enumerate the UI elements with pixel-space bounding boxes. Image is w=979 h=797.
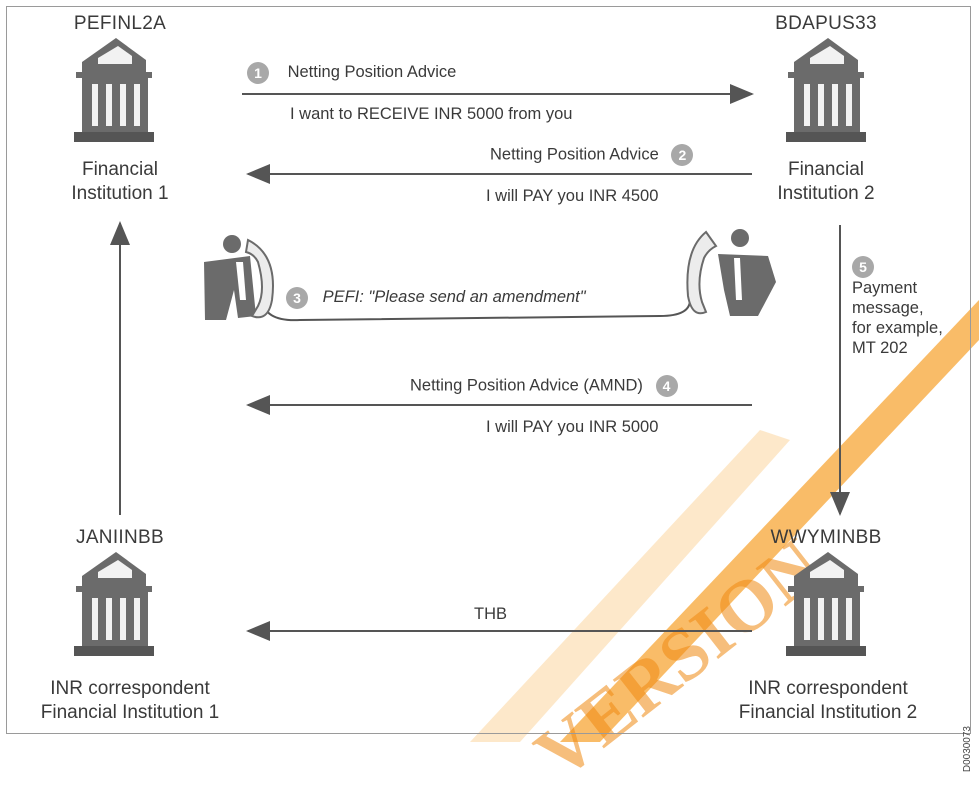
- bank-icon-corr1: [74, 552, 154, 656]
- corr1-name: INR correspondent Financial Institution …: [10, 677, 250, 725]
- msg1-detail: I want to RECEIVE INR 5000 from you: [290, 105, 573, 123]
- msg4-title: Netting Position Advice (AMND): [410, 376, 643, 395]
- msg1-title-row: 1 Netting Position Advice: [247, 62, 456, 84]
- fi2-name: Financial Institution 2: [746, 158, 906, 206]
- msg1-title: Netting Position Advice: [287, 63, 457, 82]
- msg3-row: 3 PEFI: "Please send an amendment": [286, 287, 586, 309]
- step-badge-5: 5: [852, 256, 874, 278]
- corr2-name-line2: Financial Institution 2: [738, 702, 918, 723]
- bank-icon-fi2: [786, 38, 866, 142]
- bank-icon-corr2: [786, 552, 866, 656]
- corr1-name-line1: INR correspondent: [50, 678, 210, 699]
- corr1-code: JANIINBB: [76, 527, 164, 548]
- person-phone-right-icon: [686, 229, 776, 316]
- corr1-name-line2: Financial Institution 1: [40, 702, 220, 723]
- fi2-name-line1: Financial: [787, 159, 865, 180]
- fi1-name-line1: Financial: [81, 159, 159, 180]
- msg5-line3: for example,: [852, 319, 943, 337]
- fi1-code: PEFINL2A: [73, 13, 167, 34]
- msg2-detail: I will PAY you INR 4500: [486, 187, 659, 205]
- step-badge-2: 2: [671, 144, 694, 166]
- diagram-frame: [6, 6, 971, 734]
- figure-id: D0030073: [962, 726, 973, 773]
- msg4-title-row: Netting Position Advice (AMND) 4: [410, 375, 678, 397]
- bank-icon-fi1: [74, 38, 154, 142]
- msg4-detail: I will PAY you INR 5000: [486, 418, 659, 436]
- diagram-arrows: [74, 38, 866, 656]
- msg2-title-row: Netting Position Advice 2: [490, 144, 694, 166]
- fi2-code: BDAPUS33: [775, 13, 877, 34]
- msg3-text: PEFI: "Please send an amendment": [322, 288, 586, 307]
- step-badge-3: 3: [286, 287, 308, 309]
- msg5-line4: MT 202: [852, 339, 908, 357]
- thb-label: THB: [474, 605, 507, 623]
- msg5-block: 5 Payment message, for example, MT 202: [852, 256, 943, 358]
- fi2-name-line2: Institution 2: [777, 183, 875, 204]
- corr2-code: WWYMINBB: [770, 527, 882, 548]
- corr2-name-line1: INR correspondent: [748, 678, 908, 699]
- corr2-name: INR correspondent Financial Institution …: [708, 677, 948, 725]
- msg5-line1: Payment: [852, 279, 918, 297]
- person-phone-left-icon: [204, 235, 274, 320]
- step-badge-1: 1: [247, 62, 269, 84]
- fi1-name-line2: Institution 1: [71, 183, 169, 204]
- msg2-title: Netting Position Advice: [490, 145, 659, 164]
- msg5-line2: message,: [852, 299, 924, 317]
- fi1-name: Financial Institution 1: [40, 158, 200, 206]
- step-badge-4: 4: [655, 375, 678, 397]
